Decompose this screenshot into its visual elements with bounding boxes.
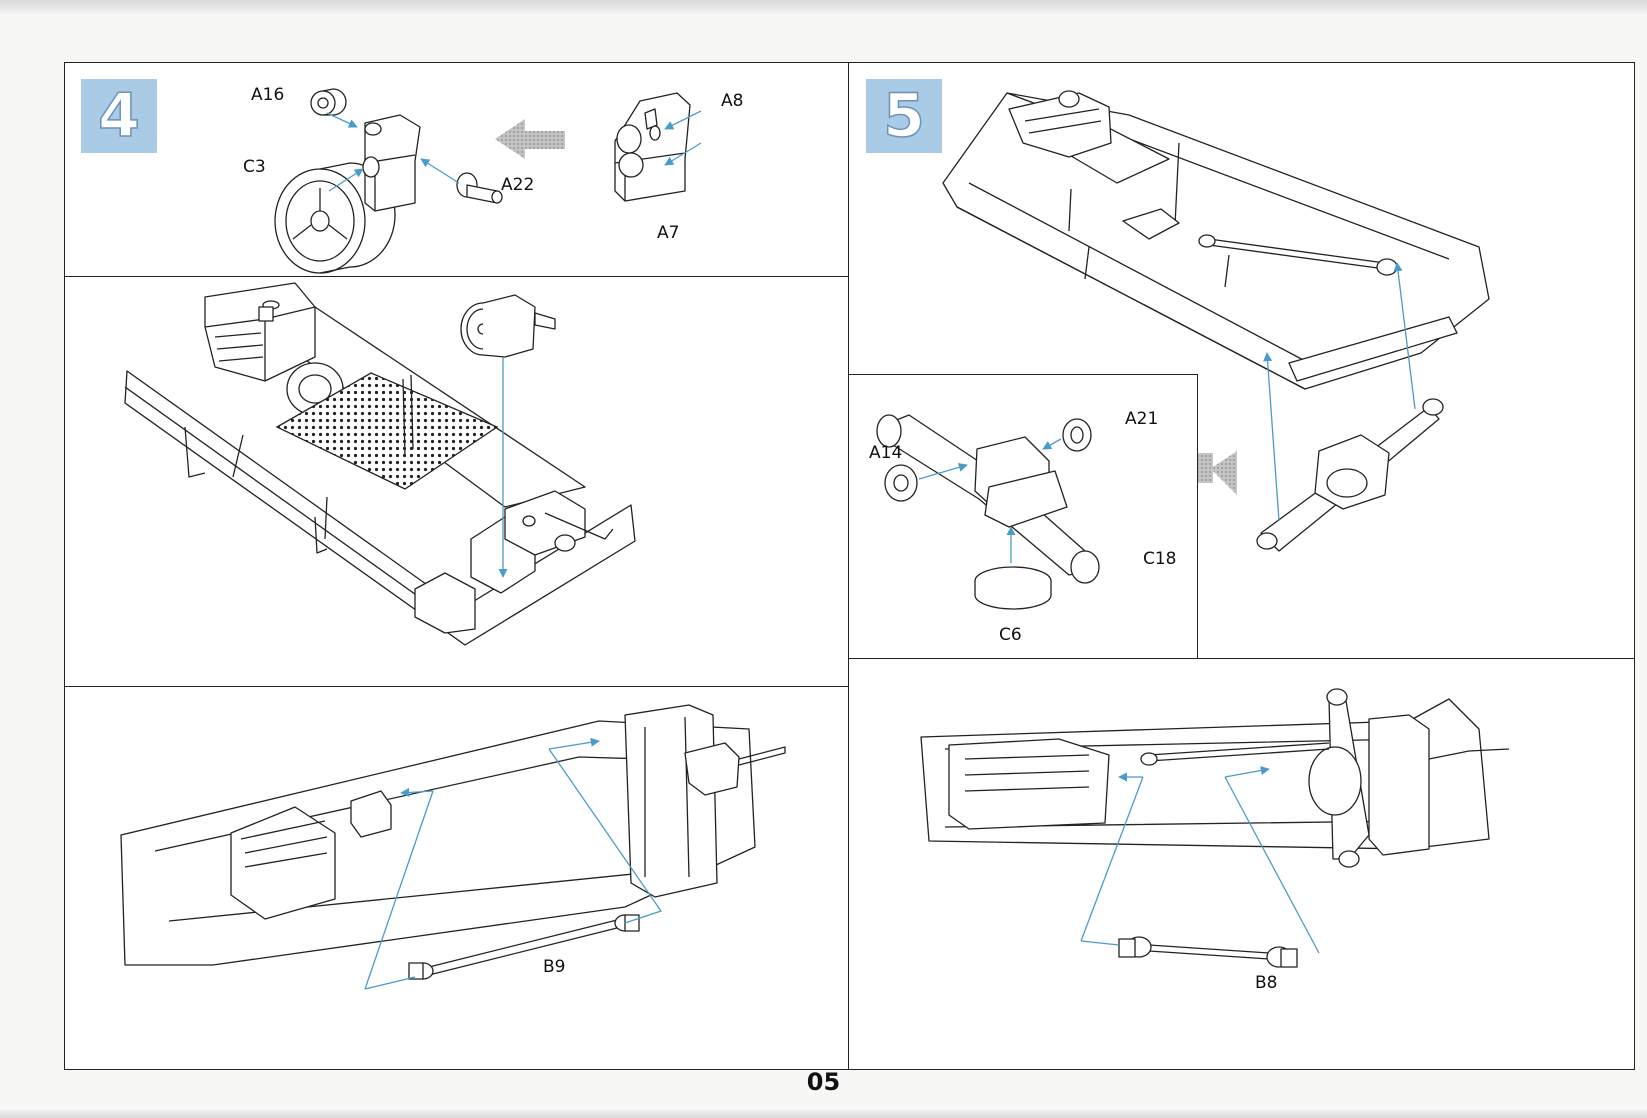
step5-chassis-drawing (942, 90, 1490, 552)
part-bracket-center (362, 114, 421, 212)
chassis-frame-underside (120, 704, 786, 966)
callout-a22: A22 (501, 175, 535, 195)
step4-parts-drawing (274, 88, 702, 274)
page-number: 05 (806, 1068, 841, 1096)
axle-housing (876, 414, 1100, 584)
callout-c6: C6 (999, 625, 1022, 645)
step-badge-5: 5 (866, 79, 942, 153)
engine-block (204, 282, 344, 416)
step5-axle-arrows (918, 438, 1062, 563)
step5-driveshaft-panel: B8 (848, 658, 1635, 1070)
transmission-assembly (504, 490, 614, 556)
part-a7-a8-assembly (614, 92, 691, 202)
callout-a14: A14 (869, 443, 903, 463)
b9-callout-lines (364, 737, 663, 990)
part-a14 (884, 464, 918, 502)
callout-c18: C18 (1143, 549, 1177, 569)
step4-driveshaft-drawing (120, 704, 786, 990)
driveshaft-topview (1198, 234, 1398, 276)
step-badge-4: 4 (81, 79, 157, 153)
part-a21 (1062, 418, 1092, 452)
mesh-floor-plate (275, 372, 499, 490)
callout-a21: A21 (1125, 409, 1159, 429)
front-driveshaft-mounted (1140, 742, 1330, 766)
callout-a8: A8 (721, 91, 744, 111)
callout-c3: C3 (243, 157, 266, 177)
part-a22-bolt (456, 172, 503, 204)
part-a16-cap (310, 88, 347, 116)
callout-b9: B9 (543, 957, 566, 977)
part-c3-assembly-callout (460, 294, 556, 358)
step5-axle-drawing (876, 414, 1100, 610)
step5-install-arrows (1263, 262, 1416, 522)
step4-driveshaft-panel: B9 (64, 686, 850, 1070)
direction-arrow-right (1189, 451, 1237, 495)
part-c6 (974, 566, 1052, 610)
page-edge-top (0, 0, 1647, 14)
callout-b8: B8 (1255, 973, 1278, 993)
step5-driveshaft-drawing (920, 688, 1510, 968)
direction-arrow-left (495, 119, 565, 159)
step4-chassis-panel (64, 276, 850, 688)
step4-chassis-drawing (124, 282, 636, 646)
b8-callout-lines (1080, 765, 1320, 954)
step4-assembly-arrows (326, 110, 702, 192)
callout-a7: A7 (657, 223, 680, 243)
part-b8-driveshaft (1118, 936, 1298, 968)
step4-parts-panel: A16 C3 A22 A8 A7 (64, 62, 850, 278)
engine-topview (1008, 90, 1112, 158)
step5-axle-subpanel: A21 A14 C18 C6 (848, 374, 1198, 660)
chassis-frame-underside-step5 (920, 688, 1510, 868)
callout-a16: A16 (251, 85, 285, 105)
page-edge-bottom (0, 1110, 1647, 1118)
chassis-frame-topview (942, 92, 1490, 390)
rear-axle-assembly (1256, 398, 1444, 552)
